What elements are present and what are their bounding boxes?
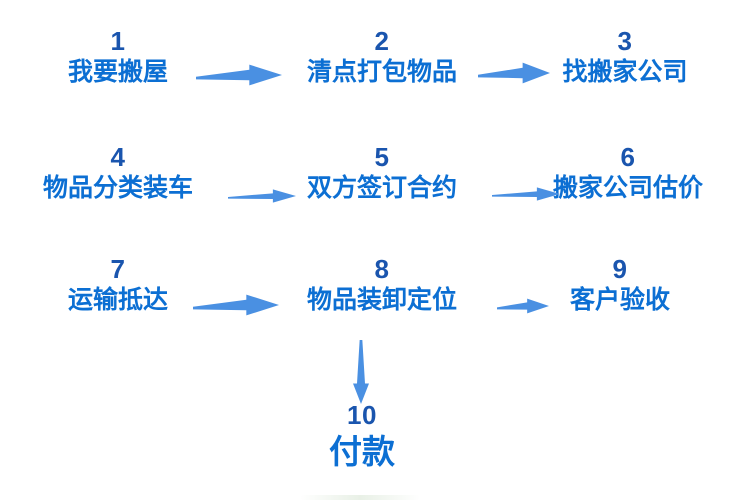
step-6: 6 搬家公司估价 (508, 142, 748, 204)
step-6-label: 搬家公司估价 (552, 174, 703, 202)
step-8-label: 物品装卸定位 (306, 286, 457, 314)
arrow-right-icon (478, 60, 550, 86)
step-7: 7 运输抵达 (0, 254, 238, 316)
step-2: 2 清点打包物品 (262, 26, 502, 88)
step-3: 3 找搬家公司 (505, 26, 745, 88)
step-1: 1 我要搬屋 (0, 26, 238, 88)
step-5-label: 双方签订合约 (306, 174, 457, 202)
arrow-right-icon (497, 296, 549, 316)
arrow-right-icon (196, 62, 282, 88)
step-4-number: 4 (110, 142, 126, 172)
step-1-label: 我要搬屋 (67, 58, 168, 86)
cutoff-graphic (300, 495, 420, 500)
arrow-down-icon (351, 340, 371, 404)
step-7-number: 7 (110, 254, 126, 284)
step-10-number: 10 (347, 400, 377, 430)
step-4: 4 物品分类装车 (0, 142, 238, 204)
step-10-label: 付款 (329, 433, 395, 470)
step-2-number: 2 (374, 26, 390, 56)
step-9-label: 客户验收 (569, 286, 670, 314)
step-2-label: 清点打包物品 (306, 58, 457, 86)
step-4-label: 物品分类装车 (42, 174, 193, 202)
step-9: 9 客户验收 (500, 254, 740, 316)
step-9-number: 9 (612, 254, 628, 284)
step-8: 8 物品装卸定位 (262, 254, 502, 316)
step-10: 10 付款 (242, 400, 482, 472)
step-6-number: 6 (620, 142, 636, 172)
step-8-number: 8 (374, 254, 390, 284)
step-5-number: 5 (374, 142, 390, 172)
arrow-right-icon (193, 292, 279, 318)
step-3-number: 3 (617, 26, 633, 56)
arrow-right-icon (492, 184, 560, 204)
arrow-right-icon (228, 186, 296, 206)
step-3-label: 找搬家公司 (562, 58, 688, 86)
step-5: 5 双方签订合约 (262, 142, 502, 204)
step-1-number: 1 (110, 26, 126, 56)
step-7-label: 运输抵达 (67, 286, 168, 314)
